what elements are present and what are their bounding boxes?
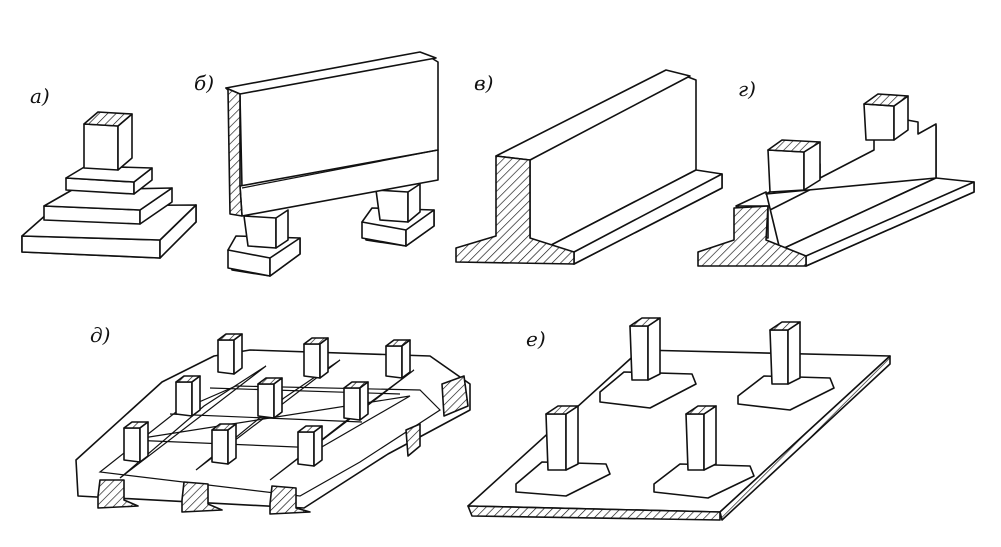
label-e: е) bbox=[526, 327, 546, 351]
label-b: б) bbox=[194, 71, 214, 95]
strip-foundation bbox=[455, 69, 723, 265]
stepped-column-footing bbox=[21, 111, 197, 259]
label-g: г) bbox=[738, 77, 756, 101]
label-d: д) bbox=[90, 323, 110, 347]
label-a: а) bbox=[30, 84, 50, 108]
grid-foundation bbox=[75, 333, 471, 515]
wall-on-pad-footings bbox=[225, 51, 439, 277]
label-v: в) bbox=[474, 71, 493, 95]
strip-foundation-with-columns bbox=[697, 93, 975, 267]
grid-columns bbox=[123, 333, 411, 467]
slab-with-column-footings bbox=[467, 317, 891, 521]
